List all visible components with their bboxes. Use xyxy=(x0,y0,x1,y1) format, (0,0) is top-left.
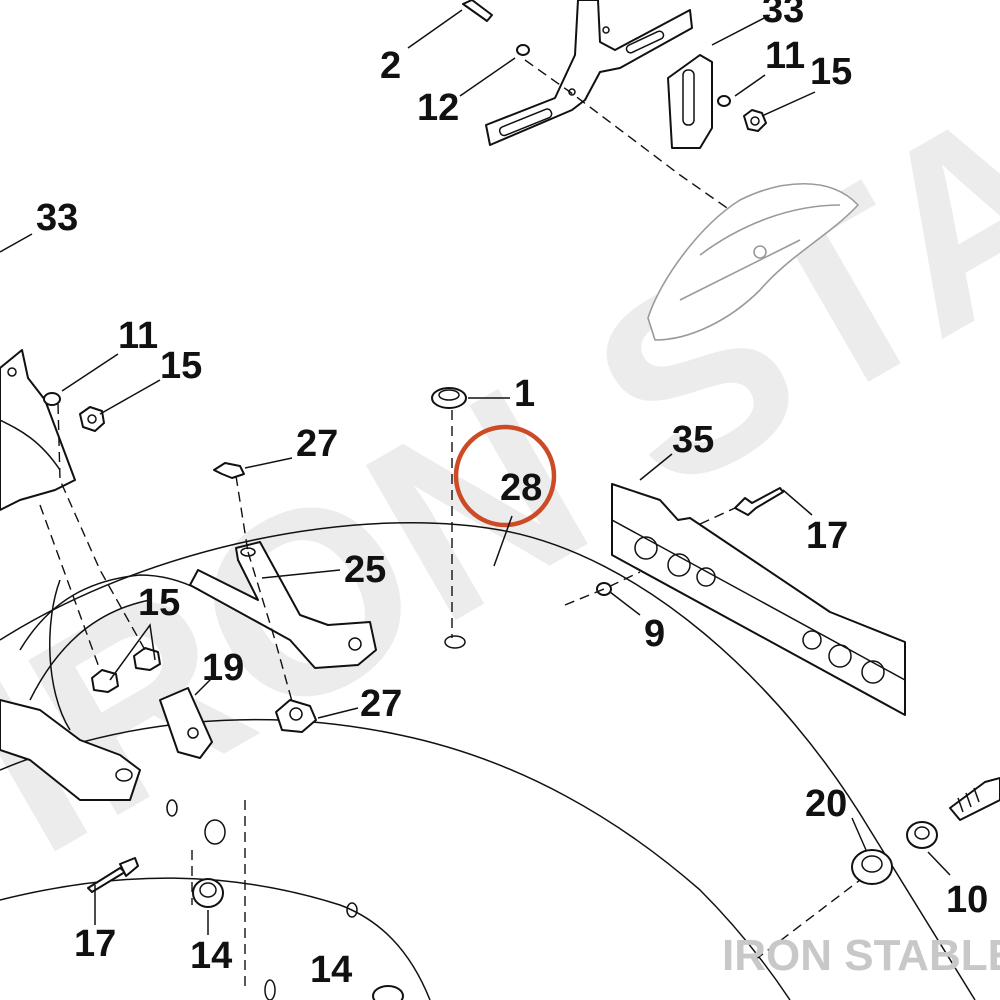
grommet-14-a xyxy=(192,878,224,908)
callout-20: 20 xyxy=(805,783,847,825)
plug-1 xyxy=(431,387,467,409)
callout-12: 12 xyxy=(417,87,459,129)
callout-33-left: 33 xyxy=(36,197,78,239)
fender-hole-a xyxy=(204,819,226,845)
callout-19: 19 xyxy=(202,647,244,689)
fender-hole-d xyxy=(264,979,276,1000)
fender-hole-b xyxy=(166,799,178,817)
rivet-17-right xyxy=(734,487,784,516)
spacer-20 xyxy=(851,849,893,885)
support-bracket-25 xyxy=(189,541,377,669)
assembly-guides xyxy=(39,59,861,990)
callout-1: 1 xyxy=(514,373,535,415)
callout-28: 28 xyxy=(500,467,542,509)
clip-27-top xyxy=(213,462,245,479)
callout-14-a: 14 xyxy=(190,935,232,977)
callout-10: 10 xyxy=(946,879,988,921)
license-bracket xyxy=(485,0,693,146)
callout-27-top: 27 xyxy=(296,423,338,465)
callout-labels: 2 12 33 11 15 33 11 15 1 27 28 35 17 25 … xyxy=(36,0,988,991)
leader-lines xyxy=(0,9,951,935)
callout-25: 25 xyxy=(344,549,386,591)
callout-9: 9 xyxy=(644,613,665,655)
callout-17-right: 17 xyxy=(806,515,848,557)
washer-11-left xyxy=(43,392,61,406)
callout-14-b: 14 xyxy=(310,949,352,991)
nut-27-low xyxy=(275,699,317,733)
nut-15-left xyxy=(79,406,105,432)
callout-2: 2 xyxy=(380,45,401,87)
callout-35: 35 xyxy=(672,419,714,461)
bracket-plate xyxy=(667,54,713,149)
callout-11-top: 11 xyxy=(765,35,805,77)
fender-hole-c xyxy=(346,902,358,918)
callout-27-low: 27 xyxy=(360,683,402,725)
washer-11-top xyxy=(717,95,731,107)
callout-15-mid: 15 xyxy=(138,582,180,624)
bolt-top-right xyxy=(949,777,1000,821)
washer-10 xyxy=(906,821,938,849)
fender-hole-1 xyxy=(444,635,466,649)
washer-9 xyxy=(596,582,612,596)
nut-15-top xyxy=(743,109,767,132)
washer-12 xyxy=(516,44,530,56)
tab-19 xyxy=(159,687,213,759)
callout-17-low: 17 xyxy=(74,923,116,965)
side-rail xyxy=(0,574,201,801)
taillight-housing xyxy=(647,182,859,341)
grommet-14-b xyxy=(372,985,404,1000)
screw-2 xyxy=(462,0,493,22)
callout-33-top: 33 xyxy=(762,0,804,31)
brand-watermark: IRON STABLE xyxy=(722,931,1000,980)
callout-15-left: 15 xyxy=(160,345,202,387)
rivet-17-low xyxy=(87,857,139,893)
highlight-marker-28 xyxy=(453,424,557,567)
callout-11-left: 11 xyxy=(118,315,158,357)
callout-15-top: 15 xyxy=(810,51,852,93)
trim-rail-35 xyxy=(611,483,906,716)
nut-15-mid-a xyxy=(91,669,119,693)
left-support-bracket xyxy=(0,349,76,511)
